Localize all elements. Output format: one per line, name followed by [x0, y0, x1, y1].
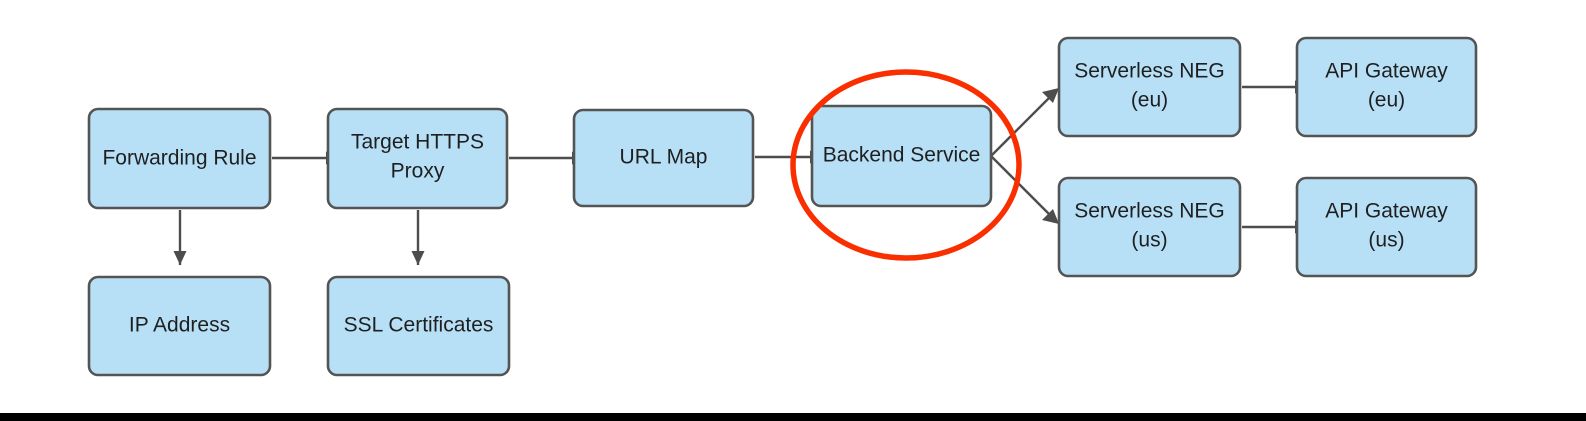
- arrowhead-icon: [411, 251, 425, 265]
- edge-line: [990, 89, 1058, 157]
- node-label: SSL Certificates: [344, 314, 494, 337]
- node-label-line1: API Gateway: [1325, 200, 1448, 223]
- node-forwarding-rule[interactable]: Forwarding Rule: [87, 107, 272, 210]
- node-label: IP Address: [129, 314, 230, 337]
- node-backend-service[interactable]: Backend Service: [810, 104, 993, 208]
- node-label-line1: Serverless NEG: [1074, 60, 1225, 83]
- node-label-line2: (us): [1368, 229, 1404, 252]
- edge-backend-service-to-serverless-neg-us: [990, 155, 1059, 224]
- node-target-https-proxy[interactable]: Target HTTPS Proxy: [326, 107, 509, 210]
- node-label-line1: Serverless NEG: [1074, 200, 1225, 223]
- node-label-line2: (eu): [1368, 89, 1405, 112]
- edge-line: [990, 155, 1058, 223]
- node-api-gateway-eu[interactable]: API Gateway (eu): [1295, 36, 1478, 138]
- node-box[interactable]: [87, 107, 272, 210]
- node-label: Backend Service: [823, 144, 981, 167]
- node-box[interactable]: [1057, 36, 1242, 138]
- node-label-line2: (eu): [1131, 89, 1168, 112]
- node-label-line2: (us): [1131, 229, 1167, 252]
- node-label: Forwarding Rule: [102, 147, 256, 170]
- node-label-line2: Proxy: [391, 160, 445, 183]
- node-ip-address[interactable]: IP Address: [87, 275, 272, 377]
- edge-forwarding-rule-to-ip-address: [173, 210, 187, 265]
- node-url-map[interactable]: URL Map: [572, 108, 755, 208]
- edge-backend-service-to-serverless-neg-eu: [990, 88, 1059, 157]
- node-box[interactable]: [87, 275, 272, 377]
- node-label: URL Map: [620, 146, 708, 169]
- footer-bar: [0, 413, 1586, 421]
- node-api-gateway-us[interactable]: API Gateway (us): [1295, 176, 1478, 278]
- node-box[interactable]: [326, 275, 511, 377]
- node-label-line1: Target HTTPS: [351, 131, 484, 154]
- node-serverless-neg-eu[interactable]: Serverless NEG (eu): [1057, 36, 1242, 138]
- node-label-line1: API Gateway: [1325, 60, 1448, 83]
- arrowhead-icon: [173, 251, 187, 265]
- node-box[interactable]: [1295, 176, 1478, 278]
- arrowhead-icon: [1042, 88, 1059, 103]
- node-box[interactable]: [1295, 36, 1478, 138]
- node-box[interactable]: [572, 108, 755, 208]
- node-box[interactable]: [1057, 176, 1242, 278]
- edge-target-https-proxy-to-ssl-certificates: [411, 210, 425, 265]
- backend-service-highlight-ellipse: [790, 69, 1022, 261]
- node-box[interactable]: [810, 104, 993, 208]
- node-serverless-neg-us[interactable]: Serverless NEG (us): [1057, 176, 1242, 278]
- arrowhead-icon: [1042, 209, 1059, 224]
- node-box[interactable]: [326, 107, 509, 210]
- node-ssl-certificates[interactable]: SSL Certificates: [326, 275, 511, 377]
